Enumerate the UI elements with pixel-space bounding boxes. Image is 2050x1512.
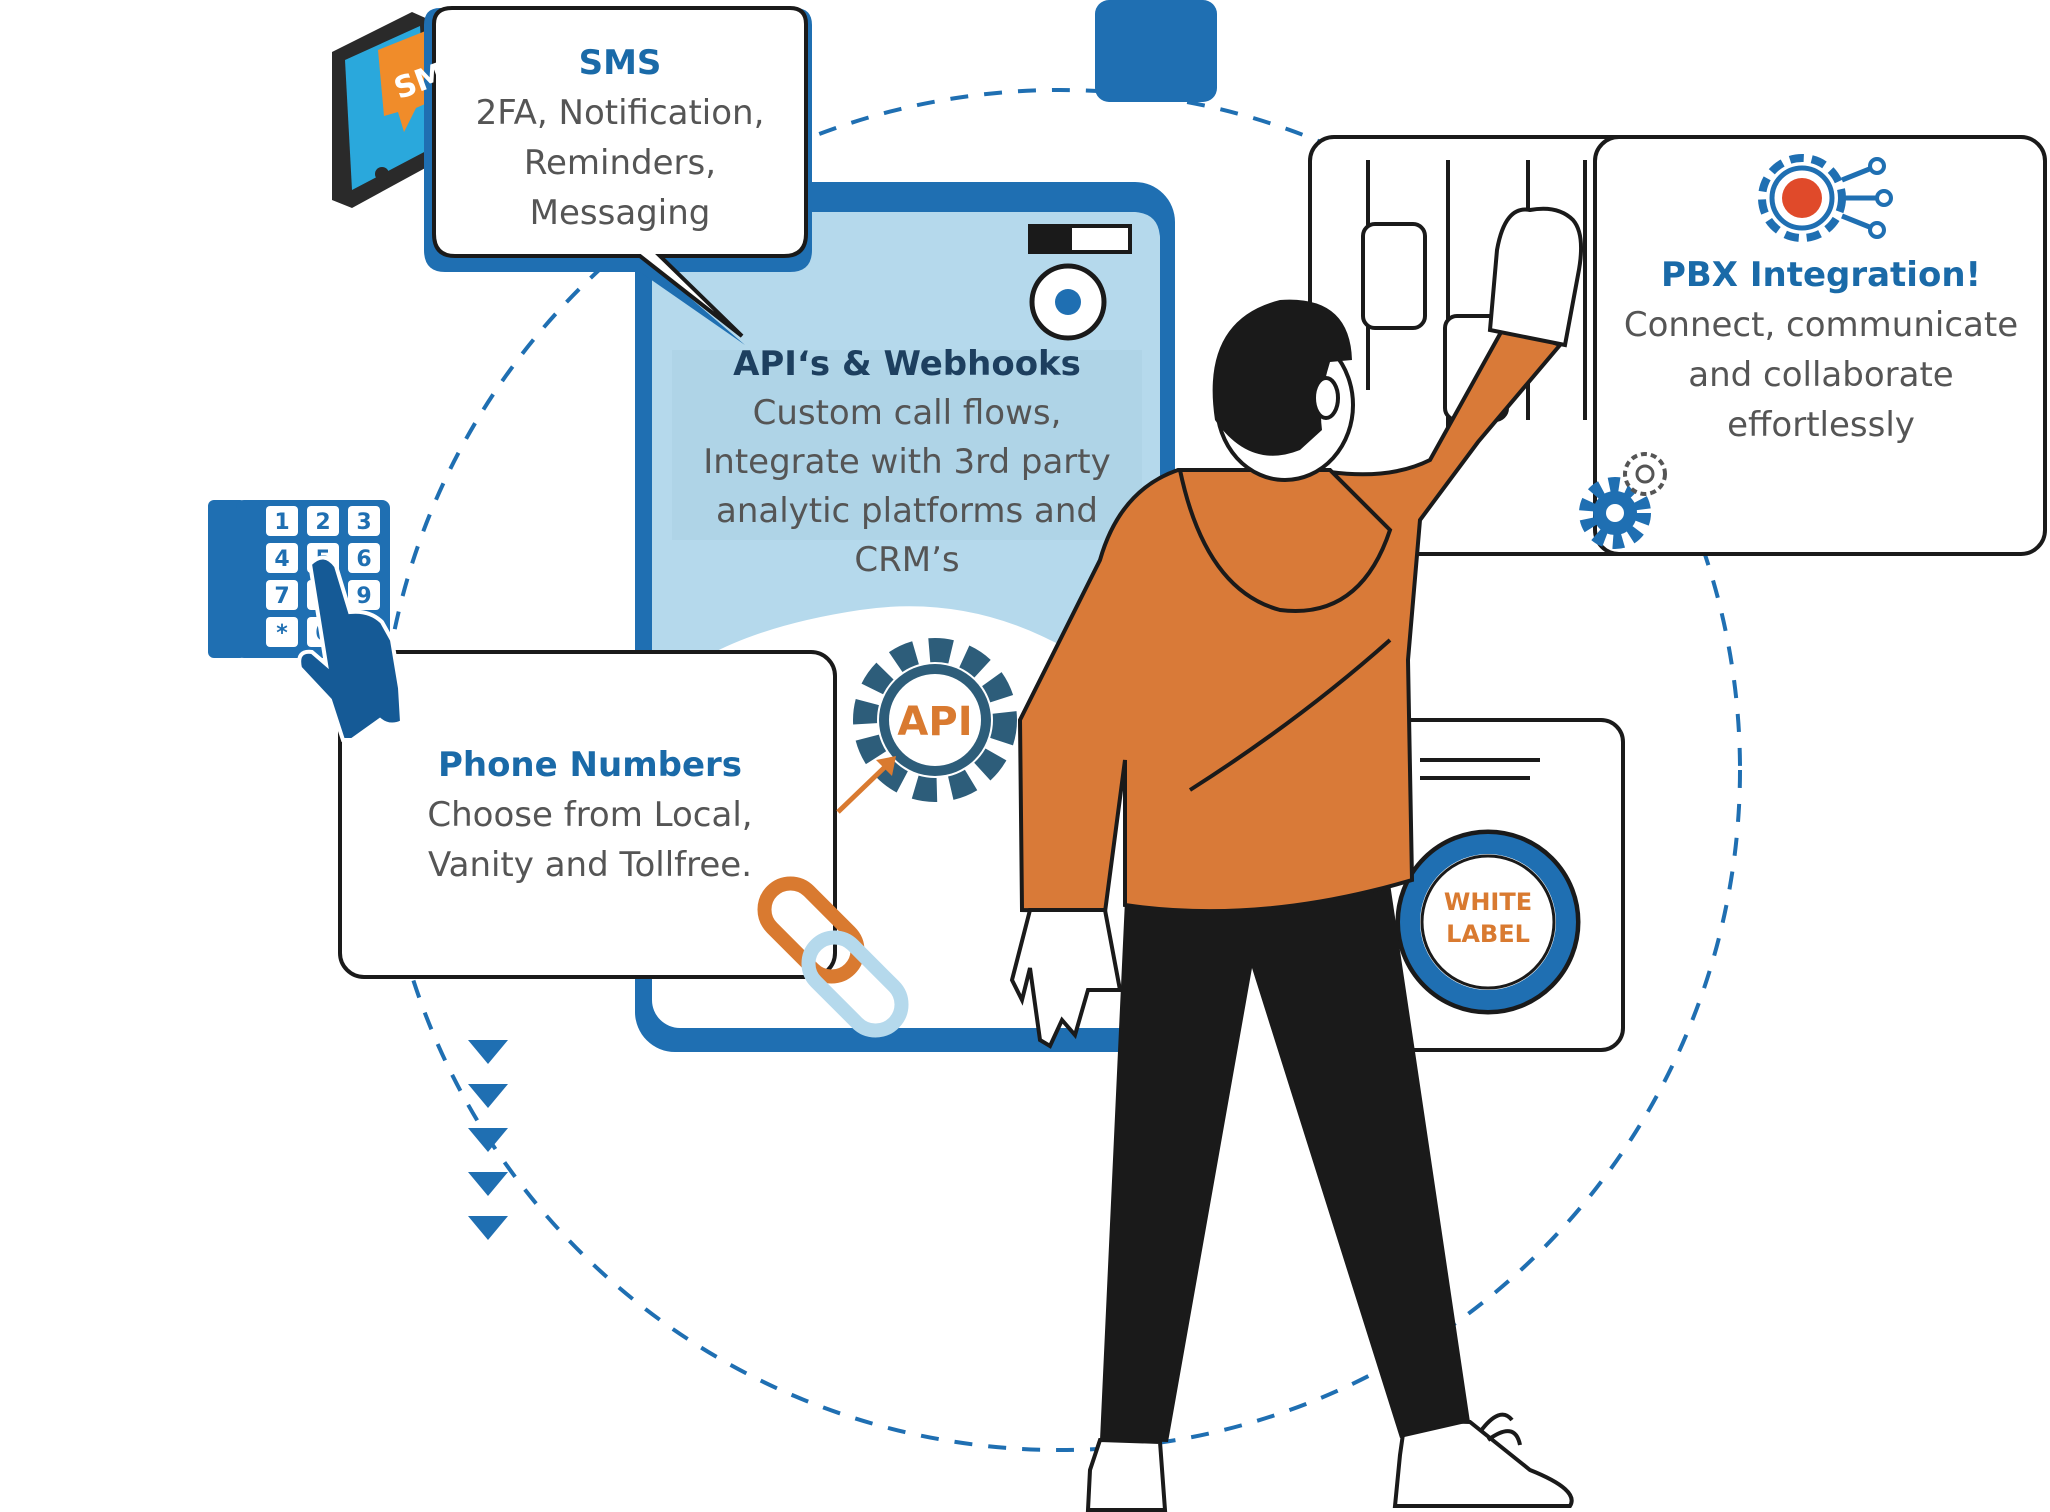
arrow-down-icon <box>468 1128 508 1152</box>
keypad-key-label: 6 <box>356 547 371 572</box>
pbx-line: Connect, communicate <box>1623 305 2019 345</box>
arrow-down-icon <box>468 1172 508 1196</box>
api-line: Custom call flows, <box>752 393 1062 433</box>
pbx-card-text: PBX Integration! Connect, communicate an… <box>1598 250 2044 450</box>
keypad-key-label: 7 <box>274 584 289 609</box>
keypad-key <box>348 580 380 610</box>
gear-circuit-icon <box>1758 154 1893 242</box>
person-illustration <box>1009 206 1584 1512</box>
sms-line: Messaging <box>529 193 711 233</box>
keypad-key <box>266 617 298 647</box>
keypad-key-label: 4 <box>274 547 289 572</box>
phone-card-text: Phone Numbers Choose from Local, Vanity … <box>380 740 800 890</box>
gear-api-icon <box>836 638 1017 814</box>
keypad-key-label: * <box>276 621 288 646</box>
keypad-key <box>266 543 298 573</box>
phone-line: Choose from Local, <box>427 795 753 835</box>
api-card-text: API‘s & Webhooks Custom call flows, Inte… <box>670 340 1144 585</box>
phone-line: Vanity and Tollfree. <box>427 845 752 885</box>
sms-line: 2FA, Notification, <box>475 93 765 133</box>
pbx-title: PBX Integration! <box>1660 255 1982 295</box>
pbx-line: and collaborate <box>1688 355 1954 395</box>
decor-square <box>1095 0 1217 102</box>
white-label-line1: WHITE <box>1444 888 1532 916</box>
keypad-key <box>266 580 298 610</box>
api-title: API‘s & Webhooks <box>733 344 1081 384</box>
api-line: CRM’s <box>854 540 960 580</box>
api-gear-label: API <box>897 699 972 745</box>
pbx-card <box>1593 135 2047 556</box>
arrow-down-icon <box>468 1040 508 1064</box>
keypad-key-label: 3 <box>356 510 371 535</box>
sms-line: Reminders, <box>523 143 717 183</box>
gears-icon <box>1579 452 1667 549</box>
keypad-key <box>348 543 380 573</box>
api-line: Integrate with 3rd party <box>703 442 1111 482</box>
keypad-key-label: 1 <box>274 510 289 535</box>
chain-link-icon <box>757 876 909 1038</box>
dashed-orbit <box>378 88 1742 1452</box>
arrow-down-icon <box>468 1084 508 1108</box>
sms-card-text: SMS 2FA, Notification, Reminders, Messag… <box>434 38 806 238</box>
api-line: analytic platforms and <box>715 491 1099 531</box>
white-label-card <box>1368 718 1625 1052</box>
sms-title: SMS <box>578 43 662 83</box>
phone-title: Phone Numbers <box>437 745 743 785</box>
keypad-key <box>307 506 339 536</box>
keypad-key-label: 2 <box>315 510 330 535</box>
white-label-line2: LABEL <box>1446 920 1530 948</box>
keypad-key-label: 9 <box>356 584 371 609</box>
keypad-phone-icon: 123456789*0# <box>208 500 405 742</box>
arrow-column <box>468 1040 508 1240</box>
arrow-down-icon <box>468 1216 508 1240</box>
keypad-key <box>266 506 298 536</box>
pbx-line: effortlessly <box>1727 405 1915 445</box>
phone-card <box>338 650 837 979</box>
keypad-key <box>348 506 380 536</box>
sms-bubble <box>432 6 808 338</box>
